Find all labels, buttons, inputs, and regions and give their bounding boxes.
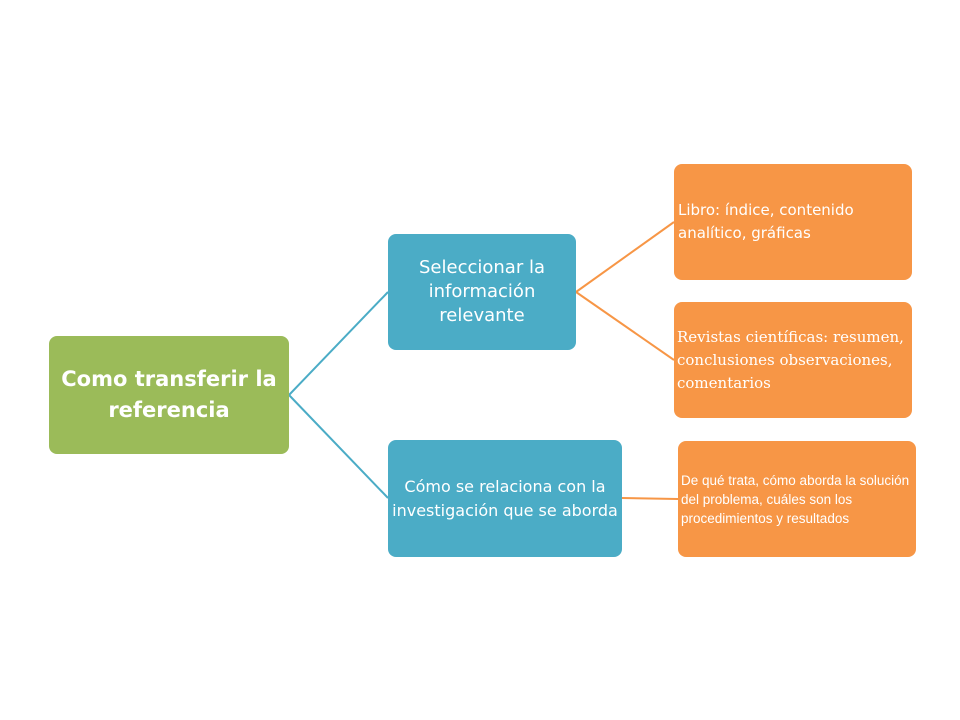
root-node: Como transferir la referencia [49,336,289,454]
branch-node-select-info: Seleccionar la información relevante [388,234,576,350]
root-node-label: Como transferir la referencia [61,367,277,422]
branch-node-label: Seleccionar la información relevante [419,257,545,326]
connector-branch-1-to-leaf-1 [575,221,675,293]
branch-node-label: Cómo se relaciona con la investigación q… [392,476,618,520]
leaf-node-topic: De qué trata, cómo aborda la solución de… [678,441,916,557]
leaf-node-book: Libro: índice, contenido analítico, gráf… [674,164,912,280]
leaf-node-label: De qué trata, cómo aborda la solución de… [681,472,910,526]
connector-root-to-branch-2 [288,394,389,499]
connector-branch-1-to-leaf-2 [575,291,675,361]
leaf-node-label: Revistas científicas: resumen, conclusio… [677,327,904,392]
branch-node-relation: Cómo se relaciona con la investigación q… [388,440,622,557]
connector-root-to-branch-1 [288,291,389,396]
leaf-node-label: Libro: índice, contenido analítico, gráf… [678,201,854,242]
leaf-node-journals: Revistas científicas: resumen, conclusio… [674,302,912,418]
connector-branch-2-to-leaf-3 [621,497,679,500]
